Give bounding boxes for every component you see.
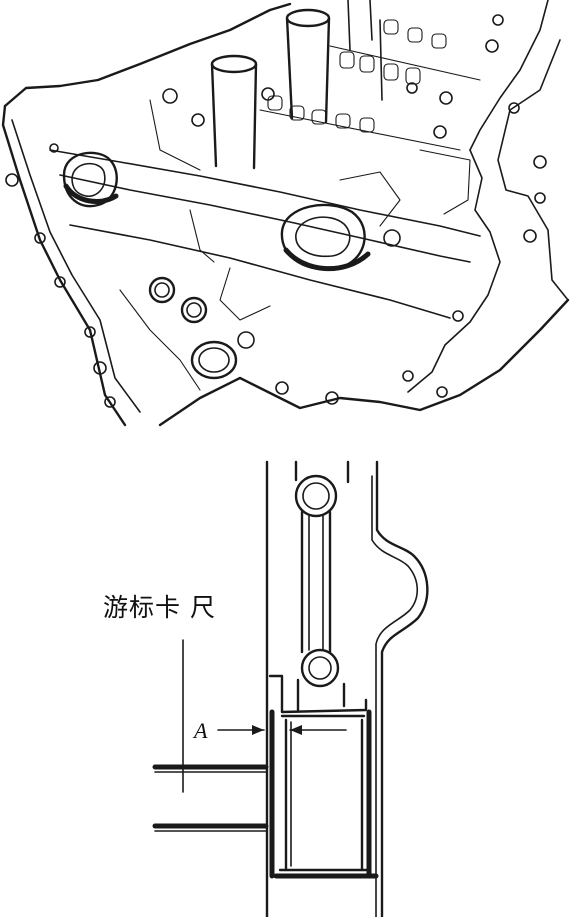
cylinder-block-view [1,0,570,427]
bearing-saddle-left [62,151,119,208]
dimension-a-label: A [194,718,208,743]
measurement-detail [152,460,429,917]
bearing-saddle-center [280,203,371,272]
dowel-tube-1 [210,54,258,170]
head-bolt-row [267,19,447,133]
oil-passages [148,276,255,380]
dimension-a-arrows [217,725,347,735]
caliper-jaws [152,764,269,832]
caliper-label: 游标卡 尺 [103,593,216,622]
dowel-tube-2 [285,8,331,124]
bearing-insert [268,674,379,879]
bolt-bosses [5,14,547,408]
oil-gallery [294,460,350,712]
